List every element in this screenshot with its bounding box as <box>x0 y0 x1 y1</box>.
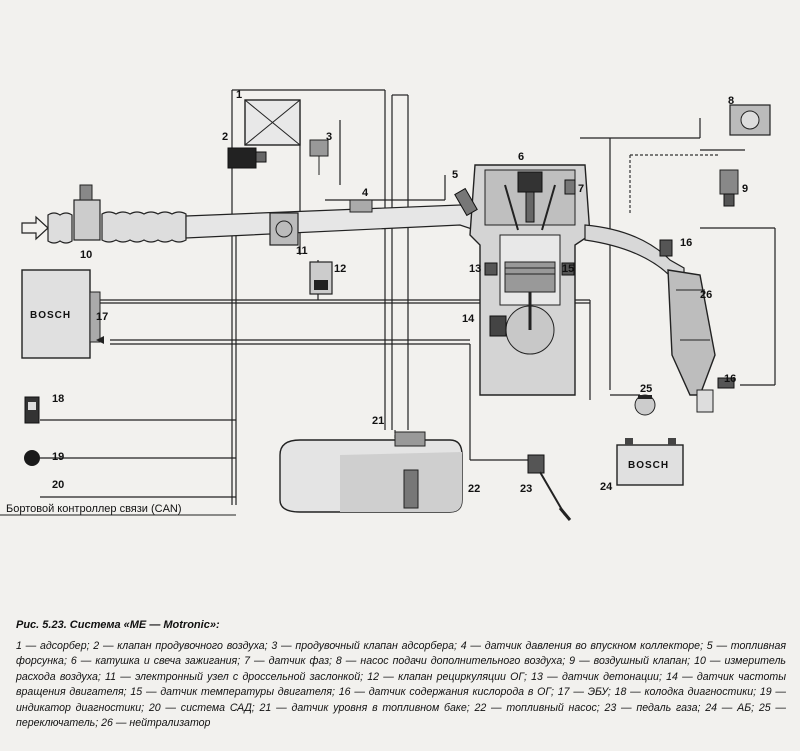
secondary-air-pump <box>729 104 771 136</box>
label-22: 22 <box>468 483 480 495</box>
label-7: 7 <box>578 183 584 195</box>
caption-legend: 1 — адсорбер; 2 — клапан продувочного во… <box>16 639 786 730</box>
label-14: 14 <box>462 313 475 325</box>
accelerator-pedal <box>527 454 572 521</box>
battery-brand: BOSCH <box>628 460 669 471</box>
diagram-area: BOSCH BOSCH Бортовой контроллер связи (C… <box>0 89 776 521</box>
label-11: 11 <box>296 245 308 257</box>
air-valve <box>719 169 739 207</box>
intake-duct <box>21 184 521 246</box>
motronic-system-diagram: BOSCH BOSCH Бортовой контроллер связи (C… <box>0 89 776 521</box>
can-bus-label: Бортовой контроллер связи (CAN) <box>6 503 182 515</box>
label-23: 23 <box>520 483 532 495</box>
label-18: 18 <box>52 393 64 405</box>
label-12: 12 <box>334 263 346 275</box>
callout-numbers: 1 2 3 4 5 6 7 8 9 10 11 12 13 14 15 16 1… <box>52 89 748 495</box>
label-9: 9 <box>742 183 748 195</box>
label-5: 5 <box>452 169 458 181</box>
egr-valve <box>309 261 333 295</box>
label-4: 4 <box>362 187 369 199</box>
label-8: 8 <box>728 95 734 107</box>
label-16-upper: 16 <box>680 237 692 249</box>
figure-caption: Рис. 5.23. Система «ME — Motronic»: 1 — … <box>16 618 786 732</box>
label-26: 26 <box>700 289 712 301</box>
label-15: 15 <box>562 263 574 275</box>
label-25: 25 <box>640 383 652 395</box>
adsorber <box>244 99 301 146</box>
label-19: 19 <box>52 451 64 463</box>
label-16-lower: 16 <box>724 373 736 385</box>
engine <box>454 164 591 396</box>
caption-title: Рис. 5.23. Система «ME — Motronic»: <box>16 619 220 631</box>
exhaust-system <box>584 224 735 413</box>
label-24: 24 <box>600 481 613 493</box>
diagnostic-indicator <box>24 450 40 466</box>
diagnostic-connector <box>24 396 40 424</box>
battery: BOSCH <box>616 438 684 486</box>
engine-speed-sensor <box>489 315 507 337</box>
ecu: BOSCH <box>21 269 104 359</box>
purge-air-valve <box>227 147 267 169</box>
label-20: 20 <box>52 479 64 491</box>
label-10: 10 <box>80 249 92 261</box>
label-17: 17 <box>96 311 108 323</box>
fuel-tank <box>279 431 463 513</box>
switch <box>634 394 656 416</box>
label-21: 21 <box>372 415 384 427</box>
label-1: 1 <box>236 89 242 101</box>
canister-purge-valve <box>309 139 329 175</box>
label-6: 6 <box>518 151 524 163</box>
ecu-brand: BOSCH <box>30 310 71 321</box>
label-13: 13 <box>469 263 481 275</box>
label-2: 2 <box>222 131 228 143</box>
label-3: 3 <box>326 131 332 143</box>
wiring-harness <box>40 89 776 505</box>
